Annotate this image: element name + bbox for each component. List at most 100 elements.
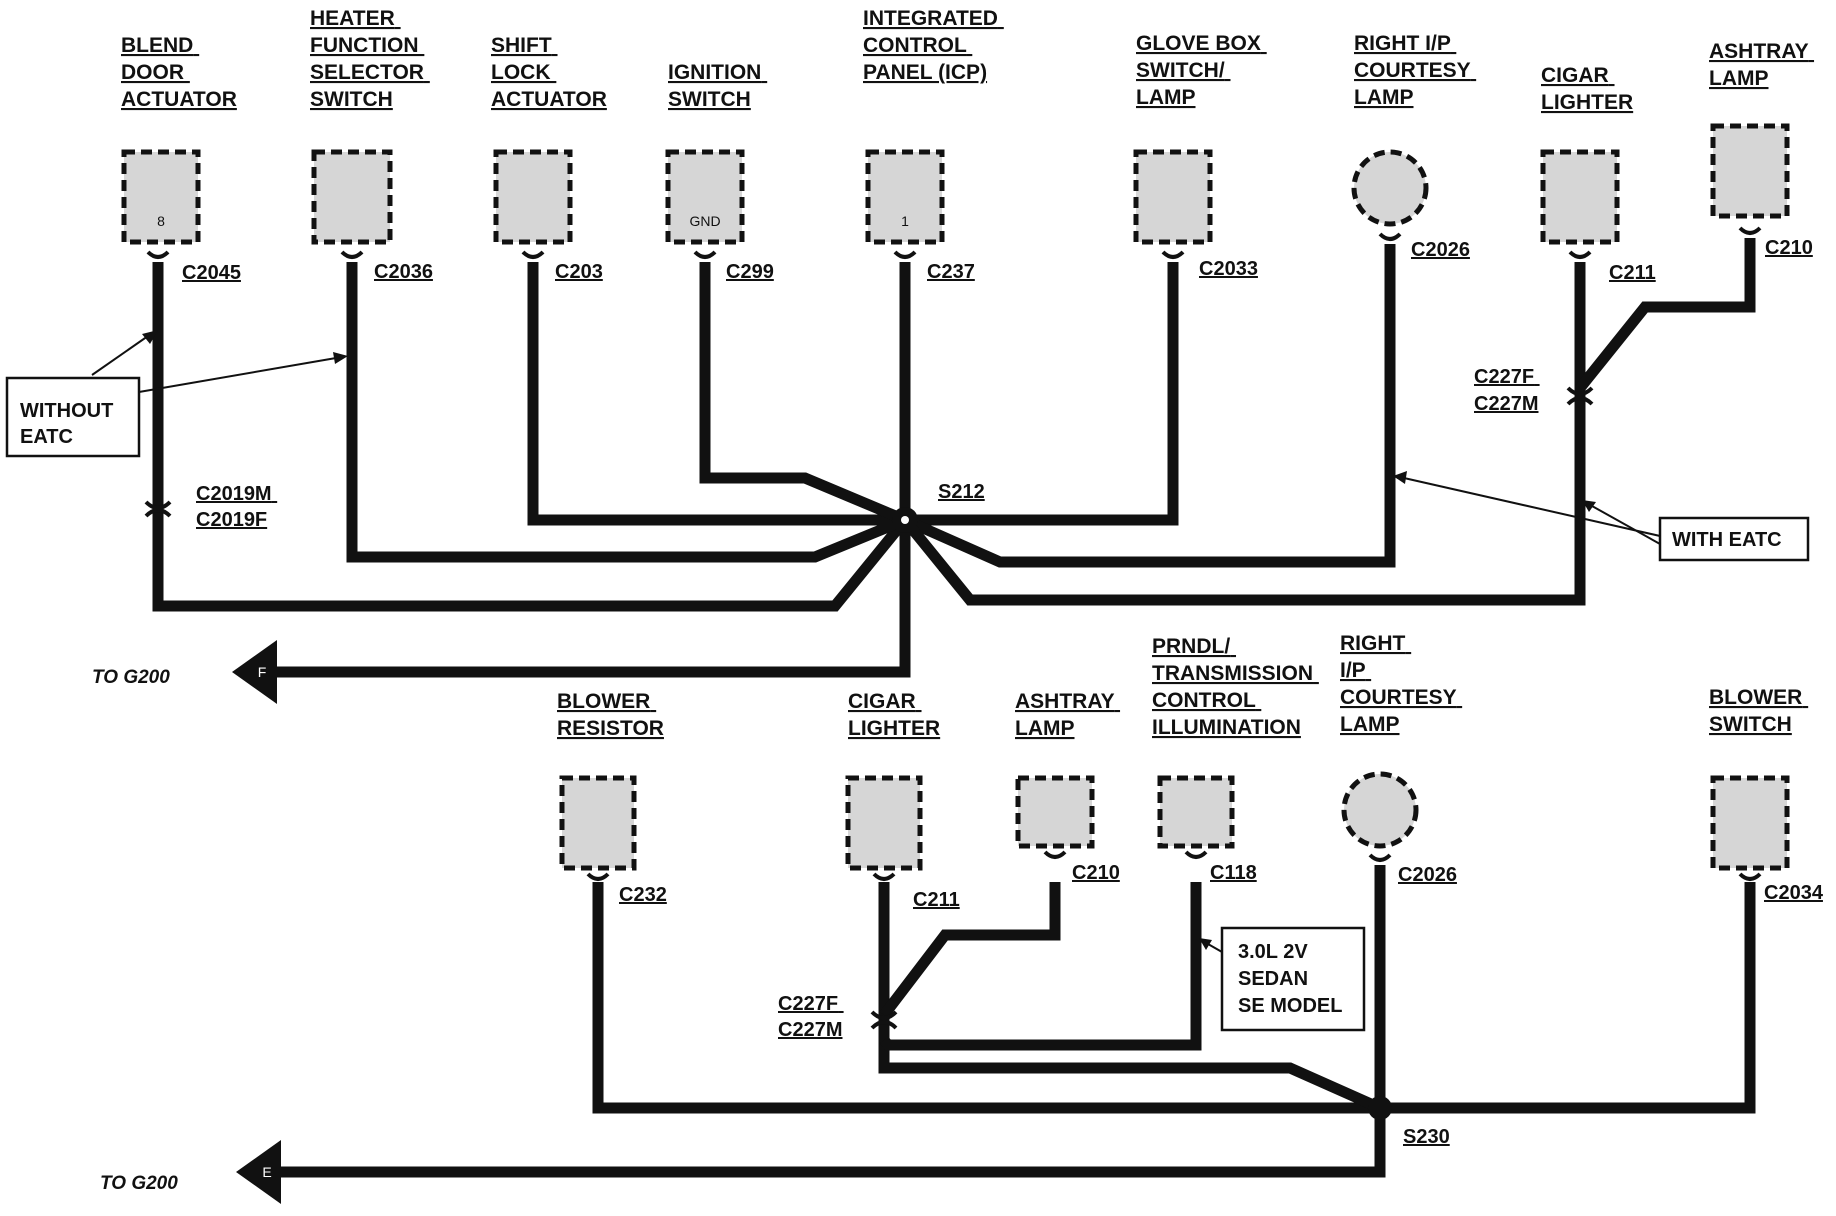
connector-symbol [1161, 250, 1185, 259]
connector-id-c203: C203 [555, 261, 603, 283]
connector-symbol [146, 250, 170, 259]
splice-label-s230: S230 [1403, 1126, 1450, 1148]
label-right-courtesy: RIGHT I/P COURTESY LAMP [1354, 32, 1476, 109]
bottom-cigar-lighter [845, 775, 923, 871]
label-icp: INTEGRATED CONTROL PANEL (ICP) [863, 7, 1004, 84]
connector-symbol [1378, 232, 1402, 241]
ignition-switch-pin: GND [689, 213, 720, 229]
connector-symbol [1738, 872, 1762, 881]
connector-symbol [693, 250, 717, 259]
wire-ashtray [1575, 238, 1756, 392]
inline-connector-c227-bottom [870, 1010, 898, 1030]
note-with-eatc: WITH EATC [1393, 471, 1810, 562]
ground-arrow-e: E [236, 1140, 281, 1204]
blend-door-actuator [121, 149, 201, 245]
ashtray-lamp [1710, 123, 1790, 219]
connector-id-c2034: C2034 [1764, 882, 1824, 904]
connector-id-c2033: C2033 [1199, 258, 1258, 280]
bottom-labels: BLOWER RESISTOR CIGAR LIGHTER ASHTRAY LA… [557, 632, 1808, 740]
wire-cigar-lighter [900, 262, 1586, 606]
wire-right-courtesy [902, 244, 1396, 568]
connector-id-c210-top: C210 [1765, 237, 1813, 259]
note-without-eatc: WITHOUT EATC [5, 330, 348, 458]
wire-bottom-courtesy [270, 865, 1386, 1178]
label-prndl: PRNDL/ TRANSMISSION CONTROL ILLUMINATION [1152, 635, 1319, 739]
connector-id-c2036: C2036 [374, 261, 433, 283]
top-labels: BLEND DOOR ACTUATOR HEATER FUNCTION SELE… [121, 7, 1814, 114]
wire-bottom-ashtray [879, 882, 1061, 1019]
connector-id-c211-bottom: C211 [913, 889, 960, 911]
label-blower-resistor: BLOWER RESISTOR [557, 690, 664, 740]
splice-label-s212: S212 [938, 481, 985, 503]
wire-ignition [699, 262, 908, 526]
shift-lock-actuator [493, 149, 573, 245]
ignition-switch [665, 149, 745, 245]
label-bottom-courtesy: RIGHT I/P COURTESY LAMP [1340, 632, 1462, 736]
connector-id-c2045: C2045 [182, 262, 241, 284]
bottom-connector-ids: C232 C211 C210 C118 C2026 C2034 [619, 862, 1824, 911]
wire-bottom-cigar [878, 882, 1383, 1114]
connector-symbol [1738, 226, 1762, 235]
top-connector-ids: C2045 C2036 C203 C299 C237 C2033 C2026 C… [182, 237, 1813, 284]
label-blend-door: BLEND DOOR ACTUATOR [121, 34, 237, 111]
icp-pin: 1 [901, 213, 909, 229]
connector-id-c210-bottom: C210 [1072, 862, 1120, 884]
wire-prndl [879, 882, 1202, 1051]
connector-id-c299: C299 [726, 261, 774, 283]
connector-symbol [1368, 853, 1392, 862]
cigar-lighter [1540, 149, 1620, 245]
connector-id-c232: C232 [619, 884, 667, 906]
connector-symbol [586, 872, 610, 881]
blend-door-pin: 8 [157, 213, 165, 229]
label-blower-switch: BLOWER SWITCH [1709, 686, 1808, 736]
ground-arrow-f: F [232, 640, 277, 704]
ground-letter-f: F [258, 664, 267, 680]
wire-heater-selector [346, 262, 908, 563]
splice-s212-center [901, 516, 909, 524]
connector-symbol [1568, 250, 1592, 259]
blower-resistor [559, 775, 637, 871]
top-connector-symbols [144, 226, 1762, 518]
label-ashtray: ASHTRAY LAMP [1709, 40, 1814, 90]
note-with-eatc-text: WITH EATC [1672, 529, 1782, 551]
inline-label-c227-bottom: C227F C227M [778, 993, 844, 1041]
label-ignition: IGNITION SWITCH [668, 61, 767, 111]
wire-to-g200-f [270, 520, 911, 678]
label-bottom-ashtray: ASHTRAY LAMP [1015, 690, 1120, 740]
glove-box-switch-lamp [1133, 149, 1213, 245]
bottom-components [559, 771, 1790, 871]
label-bottom-cigar: CIGAR LIGHTER [848, 690, 940, 740]
bottom-connector-symbols [586, 850, 1762, 1030]
splice-s230 [1368, 1096, 1392, 1120]
note-sedan-se-text: 3.0L 2V SEDAN SE MODEL [1238, 941, 1342, 1017]
wire-blower-resistor [592, 882, 1380, 1114]
label-shift-lock: SHIFT LOCK ACTUATOR [491, 34, 607, 111]
prndl-transmission-illumination [1157, 775, 1235, 849]
connector-symbol [521, 250, 545, 259]
right-ip-courtesy-lamp [1351, 149, 1429, 227]
label-heater-selector: HEATER FUNCTION SELECTOR SWITCH [310, 7, 430, 111]
bottom-right-courtesy-lamp [1341, 771, 1419, 849]
integrated-control-panel [865, 149, 945, 245]
top-components: 8 GND 1 [121, 123, 1790, 245]
inline-label-c2019: C2019M C2019F [196, 483, 277, 531]
bottom-ashtray-lamp [1015, 775, 1095, 849]
wire-shift-lock [527, 262, 905, 526]
connector-id-c2026-top: C2026 [1411, 239, 1470, 261]
wire-glove-box [905, 262, 1179, 526]
connector-id-c118: C118 [1210, 862, 1257, 884]
inline-connector-c227-top [1566, 386, 1594, 406]
wire-blower-switch [1380, 882, 1756, 1114]
inline-label-c227-top: C227F C227M [1474, 366, 1540, 415]
connector-id-c237: C237 [927, 261, 975, 283]
label-cigar-lighter: CIGAR LIGHTER [1541, 64, 1633, 114]
top-wires [152, 238, 1756, 678]
ground-label-e: TO G200 [100, 1173, 178, 1194]
connector-id-c211-top: C211 [1609, 262, 1656, 284]
connector-symbol [340, 250, 364, 259]
heater-function-selector-switch [311, 149, 393, 245]
ground-letter-e: E [262, 1164, 271, 1180]
connector-symbol [1184, 850, 1208, 859]
connector-id-c2026-bottom: C2026 [1398, 864, 1457, 886]
